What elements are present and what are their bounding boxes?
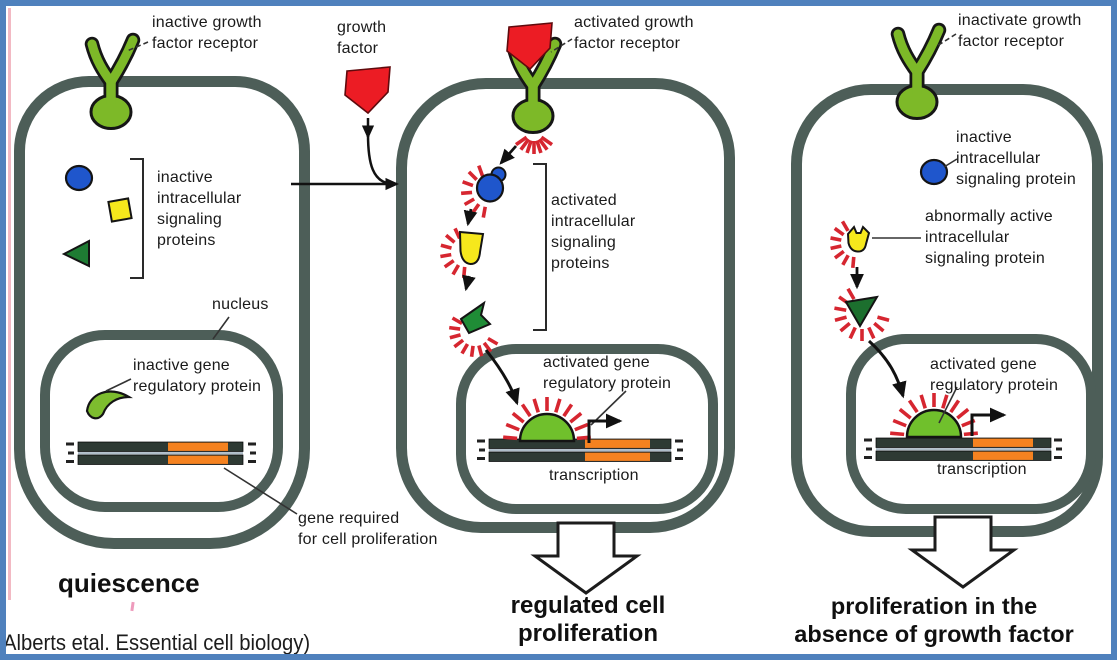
activated-green-protein2 xyxy=(459,300,492,335)
label-receptor3: inactivate growth factor receptor xyxy=(958,12,1082,50)
label-inactive-grp: inactive gene regulatory protein xyxy=(133,357,262,395)
leader-inactive-protein3 xyxy=(943,158,958,168)
label-transcription3: transcription xyxy=(937,461,1027,478)
nuclear-membrane-unregulated xyxy=(846,334,1096,514)
outcome-arrow-regulated xyxy=(530,521,642,595)
activated-green-protein3 xyxy=(844,295,879,328)
caption-unregulated-proliferation: proliferation in the absence of growth f… xyxy=(794,593,1074,647)
leader-activated-grp3 xyxy=(938,386,958,424)
inactive-green-protein1 xyxy=(61,239,90,268)
activated-gene-regulatory-protein2 xyxy=(518,412,576,443)
leader-receptor1 xyxy=(126,41,149,52)
bracket-signaling-proteins2 xyxy=(533,163,547,331)
leader-receptor2 xyxy=(550,38,573,53)
label-nucleus: nucleus xyxy=(212,296,269,313)
leader-activated-grp2 xyxy=(590,390,627,426)
growth-factor-curve xyxy=(366,133,395,186)
transcription-arrow2 xyxy=(587,413,623,443)
dna-regulated xyxy=(477,438,683,462)
leader-gene xyxy=(223,467,298,515)
inactive-blue-protein3 xyxy=(919,158,949,186)
label-receptor1: inactive growth factor receptor xyxy=(152,14,262,52)
label-inactive-protein3: inactive intracellular signaling protein xyxy=(956,129,1076,188)
dna-quiescent xyxy=(66,441,256,465)
signal-arrow-yellow-to-green xyxy=(462,274,476,292)
label-abnormal-protein3: abnormally active intracellular signalin… xyxy=(925,208,1053,267)
signal-arrow-to-nucleus2 xyxy=(484,349,520,406)
bound-growth-factor xyxy=(506,22,553,71)
gene-segment xyxy=(973,438,1033,447)
outcome-arrow-unregulated xyxy=(907,515,1019,589)
activated-gene-regulatory-protein3 xyxy=(905,408,963,439)
inactive-gene-regulatory-protein xyxy=(85,390,133,420)
gene-segment xyxy=(585,439,650,448)
leader-inactive-grp xyxy=(105,378,132,392)
nuclear-membrane-quiescent xyxy=(40,330,283,512)
label-activated-grp2: activated gene regulatory protein xyxy=(543,354,672,392)
signal-arrow-receptor-to-blue xyxy=(499,145,518,165)
growth-factor-molecule xyxy=(344,66,391,115)
leader-nucleus xyxy=(212,316,230,340)
caption-regulated-proliferation: regulated cell proliferation xyxy=(510,592,666,647)
signal-arrow-blue-to-yellow xyxy=(463,208,478,227)
label-gene: gene required for cell proliferation xyxy=(298,510,438,548)
activated-yellow-protein2 xyxy=(458,230,485,266)
bracket-signaling-proteins1 xyxy=(130,158,144,279)
dna-unregulated xyxy=(864,437,1062,461)
activated-blue-protein2 xyxy=(475,166,507,203)
gene-segment xyxy=(168,442,228,451)
transcription-arrow3 xyxy=(970,407,1007,436)
label-activated-grp3: activated gene regulatory protein xyxy=(930,356,1059,394)
abnormal-yellow-protein3 xyxy=(846,225,871,253)
nuclear-membrane-regulated xyxy=(456,344,718,514)
caption-quiescence: quiescence xyxy=(58,568,200,598)
label-receptor2: activated growth factor receptor xyxy=(574,14,694,52)
label-signaling-proteins1: inactive intracellular signaling protein… xyxy=(157,169,242,249)
signal-arrow-to-nucleus3 xyxy=(867,339,907,399)
inactive-yellow-protein1 xyxy=(107,197,133,223)
left-margin-line xyxy=(8,8,11,600)
inactive-blue-protein1 xyxy=(64,164,94,192)
growth-factor-receptor3 xyxy=(890,22,947,120)
label-transcription2: transcription xyxy=(549,467,639,484)
growth-factor-receptor2 xyxy=(506,36,563,134)
cell-membrane-quiescent xyxy=(14,76,310,549)
source-citation: Alberts etal. Essential cell biology) xyxy=(3,630,311,655)
label-growth-factor: growth factor xyxy=(337,19,387,57)
leader-receptor3 xyxy=(936,33,957,47)
label-signaling-proteins2: activated intracellular signaling protei… xyxy=(551,192,636,272)
growth-factor-receptor1 xyxy=(84,32,141,130)
